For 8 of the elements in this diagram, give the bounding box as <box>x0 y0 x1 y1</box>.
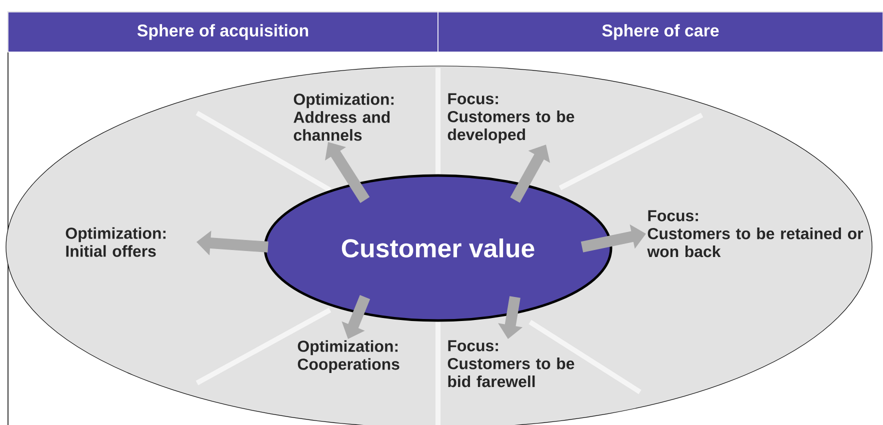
text-label: Optimization: Initial offers <box>66 227 166 257</box>
text-label: Focus: Customers to be retained or won back <box>647 210 864 258</box>
header-band: Sphere of care <box>438 12 883 52</box>
text-label: Focus: Customers to be bid farewell <box>448 340 574 388</box>
text-label: Optimization: Address and channels <box>294 93 394 141</box>
text-label: Focus: Customers to be developed <box>448 93 574 144</box>
text-label: Optimization: Cooperations <box>298 340 400 373</box>
header-band: Sphere of acquisition <box>8 12 438 52</box>
